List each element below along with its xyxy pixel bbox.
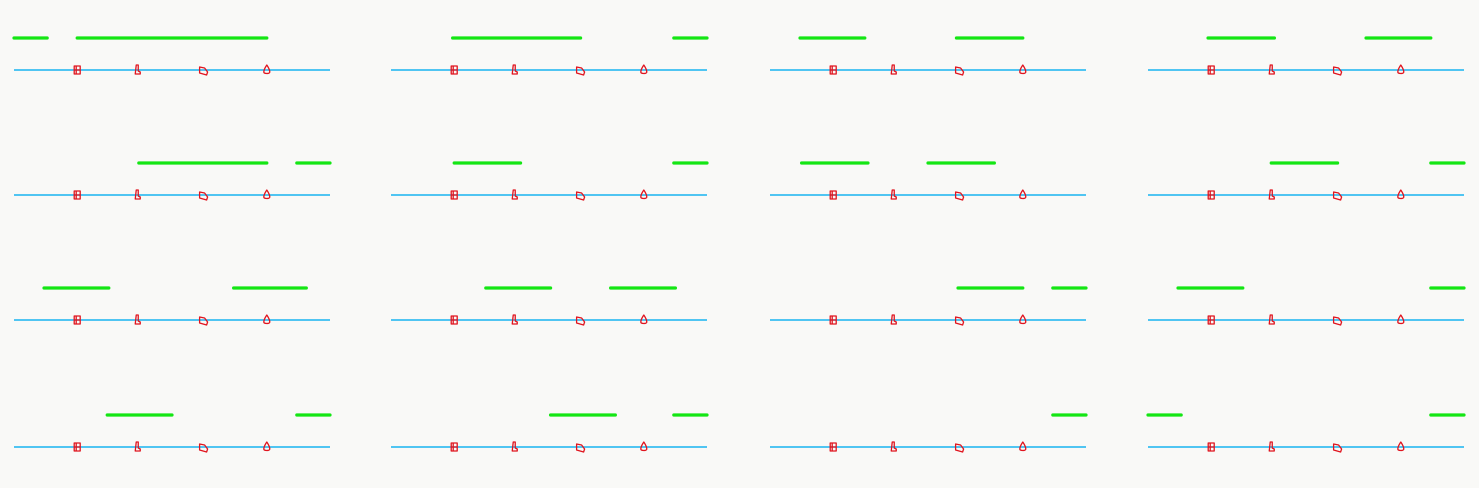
- boot-icon: [511, 64, 518, 75]
- boot-icon: [1268, 314, 1275, 325]
- cup-icon: [829, 190, 837, 200]
- cup-icon: [450, 315, 458, 325]
- panel: [12, 36, 330, 76]
- drop-icon: [640, 189, 648, 200]
- drop-icon: [263, 441, 271, 452]
- cup-icon: [450, 442, 458, 452]
- shoe-icon: [1332, 443, 1343, 453]
- cup-icon: [73, 190, 81, 200]
- cup-icon: [73, 65, 81, 75]
- drop-icon: [1019, 189, 1027, 200]
- boot-icon: [511, 314, 518, 325]
- boot-icon: [890, 314, 897, 325]
- cup-icon: [1207, 65, 1215, 75]
- cup-icon: [829, 315, 837, 325]
- panel: [14, 286, 330, 326]
- drop-icon: [1397, 314, 1405, 325]
- drop-icon: [1397, 64, 1405, 75]
- cup-icon: [1207, 442, 1215, 452]
- cup-icon: [73, 442, 81, 452]
- cup-icon: [829, 65, 837, 75]
- panel: [770, 161, 1086, 201]
- drop-icon: [1397, 189, 1405, 200]
- cup-icon: [1207, 190, 1215, 200]
- shoe-icon: [575, 443, 586, 453]
- shoe-icon: [1332, 191, 1343, 201]
- shoe-icon: [954, 66, 965, 76]
- cup-icon: [73, 315, 81, 325]
- cup-icon: [829, 442, 837, 452]
- panel: [770, 36, 1086, 76]
- boot-icon: [134, 64, 141, 75]
- shoe-icon: [575, 191, 586, 201]
- drop-icon: [640, 314, 648, 325]
- boot-icon: [134, 189, 141, 200]
- drop-icon: [640, 64, 648, 75]
- panel: [391, 36, 709, 76]
- panel: [14, 161, 332, 201]
- panel: [391, 161, 709, 201]
- cup-icon: [1207, 315, 1215, 325]
- panel: [770, 286, 1088, 326]
- panel: [770, 413, 1088, 453]
- shoe-icon: [1332, 66, 1343, 76]
- panel: [1148, 161, 1466, 201]
- panel: [1148, 36, 1464, 76]
- shoe-icon: [198, 66, 209, 76]
- shoe-icon: [1332, 316, 1343, 326]
- shoe-icon: [575, 316, 586, 326]
- drop-icon: [1397, 441, 1405, 452]
- boot-icon: [890, 189, 897, 200]
- shoe-icon: [954, 316, 965, 326]
- panel: [1146, 413, 1466, 453]
- drop-icon: [1019, 64, 1027, 75]
- shoe-icon: [198, 191, 209, 201]
- boot-icon: [1268, 441, 1275, 452]
- boot-icon: [511, 441, 518, 452]
- boot-icon: [511, 189, 518, 200]
- panel: [391, 413, 709, 453]
- shoe-icon: [954, 443, 965, 453]
- shoe-icon: [954, 191, 965, 201]
- boot-icon: [890, 441, 897, 452]
- drop-icon: [1019, 314, 1027, 325]
- boot-icon: [134, 314, 141, 325]
- panel: [391, 286, 707, 326]
- boot-icon: [890, 64, 897, 75]
- boot-icon: [1268, 189, 1275, 200]
- drop-icon: [263, 189, 271, 200]
- panel-grid: [12, 36, 1466, 453]
- panel: [1148, 286, 1466, 326]
- panel: [14, 413, 332, 453]
- boot-icon: [1268, 64, 1275, 75]
- cup-icon: [450, 190, 458, 200]
- drop-icon: [263, 314, 271, 325]
- shoe-icon: [198, 443, 209, 453]
- shoe-icon: [575, 66, 586, 76]
- cup-icon: [450, 65, 458, 75]
- drop-icon: [640, 441, 648, 452]
- drop-icon: [1019, 441, 1027, 452]
- boot-icon: [134, 441, 141, 452]
- shoe-icon: [198, 316, 209, 326]
- drop-icon: [263, 64, 271, 75]
